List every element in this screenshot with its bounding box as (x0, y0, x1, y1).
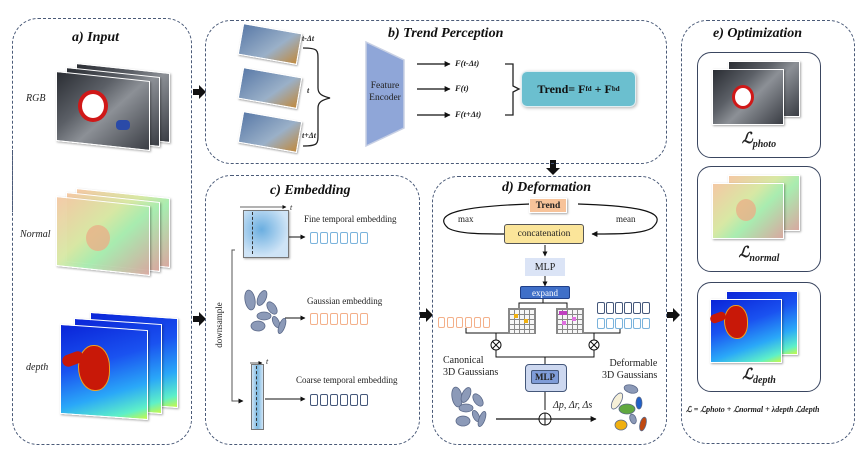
gaussian-embedding-vector (310, 312, 370, 330)
deformation-panel (432, 176, 667, 445)
fine-temporal-label: Fine temporal embedding (304, 214, 397, 224)
fine-embedding-copy (597, 316, 651, 334)
feature-t-minus: F(t-Δt) (455, 58, 480, 68)
deformation-title: d) Deformation (502, 180, 592, 195)
input-panel (12, 18, 192, 212)
photo-loss-box: ℒphoto (697, 52, 821, 158)
deformation-mlp-box: MLP (525, 364, 567, 392)
feature-t: F(t) (455, 83, 469, 93)
fine-temporal-vector (310, 231, 370, 249)
canonical-label: Canonical 3D Gaussians (443, 355, 499, 378)
trend-perception-title: b) Trend Perception (388, 26, 504, 41)
feature-t-plus: F(t+Δt) (455, 109, 482, 119)
depth-loss-label: ℒdepth (742, 367, 776, 386)
deformable-label: Deformable 3D Gaussians (602, 358, 658, 381)
fine-temporal-grid (243, 210, 289, 258)
depth-loss-box: ℒdepth (697, 282, 821, 392)
gaussian-embedding-copy (438, 315, 492, 333)
normal-label: Normal (20, 229, 51, 240)
depth-label: depth (26, 362, 49, 373)
coarse-temporal-vector (310, 393, 370, 411)
optimization-title: e) Optimization (713, 26, 803, 41)
embedding-title: c) Embedding (270, 183, 351, 198)
attention-grid-right (556, 308, 584, 334)
rgb-sign (78, 90, 108, 122)
coarse-t-label: t (266, 357, 269, 366)
fine-t-label: t (290, 203, 293, 212)
max-label: max (458, 214, 474, 224)
total-loss-formula: ℒ = ℒphoto + ℒnormal + λdepth ℒdepth (686, 405, 820, 414)
trend-perception-panel (205, 20, 667, 164)
coarse-temporal-strip (251, 364, 264, 430)
embedding-panel (205, 175, 420, 445)
depth-image-stack (58, 311, 178, 421)
frame-label-t-plus: t+Δt (302, 131, 317, 140)
rgb-image-stack (54, 60, 174, 155)
concatenation-box: concatenation (504, 224, 584, 244)
frame-label-t: t (307, 86, 310, 95)
normal-loss-label: ℒnormal (738, 245, 780, 264)
input-title: a) Input (72, 30, 120, 45)
rgb-label: RGB (26, 93, 46, 104)
photo-loss-label: ℒphoto (741, 131, 777, 150)
frame-label-t-minus: t-Δt (302, 34, 315, 43)
gaussian-embedding-label: Gaussian embedding (307, 296, 383, 306)
feature-encoder-label: Feature Encoder (369, 81, 401, 103)
coarse-temporal-label: Coarse temporal embedding (296, 375, 398, 385)
downsample-label: downsample (213, 302, 224, 348)
deformation-to-optimization-arrow (667, 308, 680, 322)
expand-box: expand (520, 286, 570, 299)
trend-box: Trend (529, 198, 567, 213)
mean-label: mean (616, 214, 636, 224)
coarse-embedding-copy (597, 301, 651, 319)
optimization-panel (681, 20, 855, 444)
attention-grid-left (508, 308, 536, 334)
input-panel-lower (12, 150, 192, 445)
normal-image-stack (54, 185, 174, 280)
delta-label: Δp, Δr, Δs (553, 400, 593, 411)
normal-loss-box: ℒnormal (697, 166, 821, 272)
mlp-box: MLP (525, 258, 565, 276)
depth-hand-blob (78, 345, 110, 391)
